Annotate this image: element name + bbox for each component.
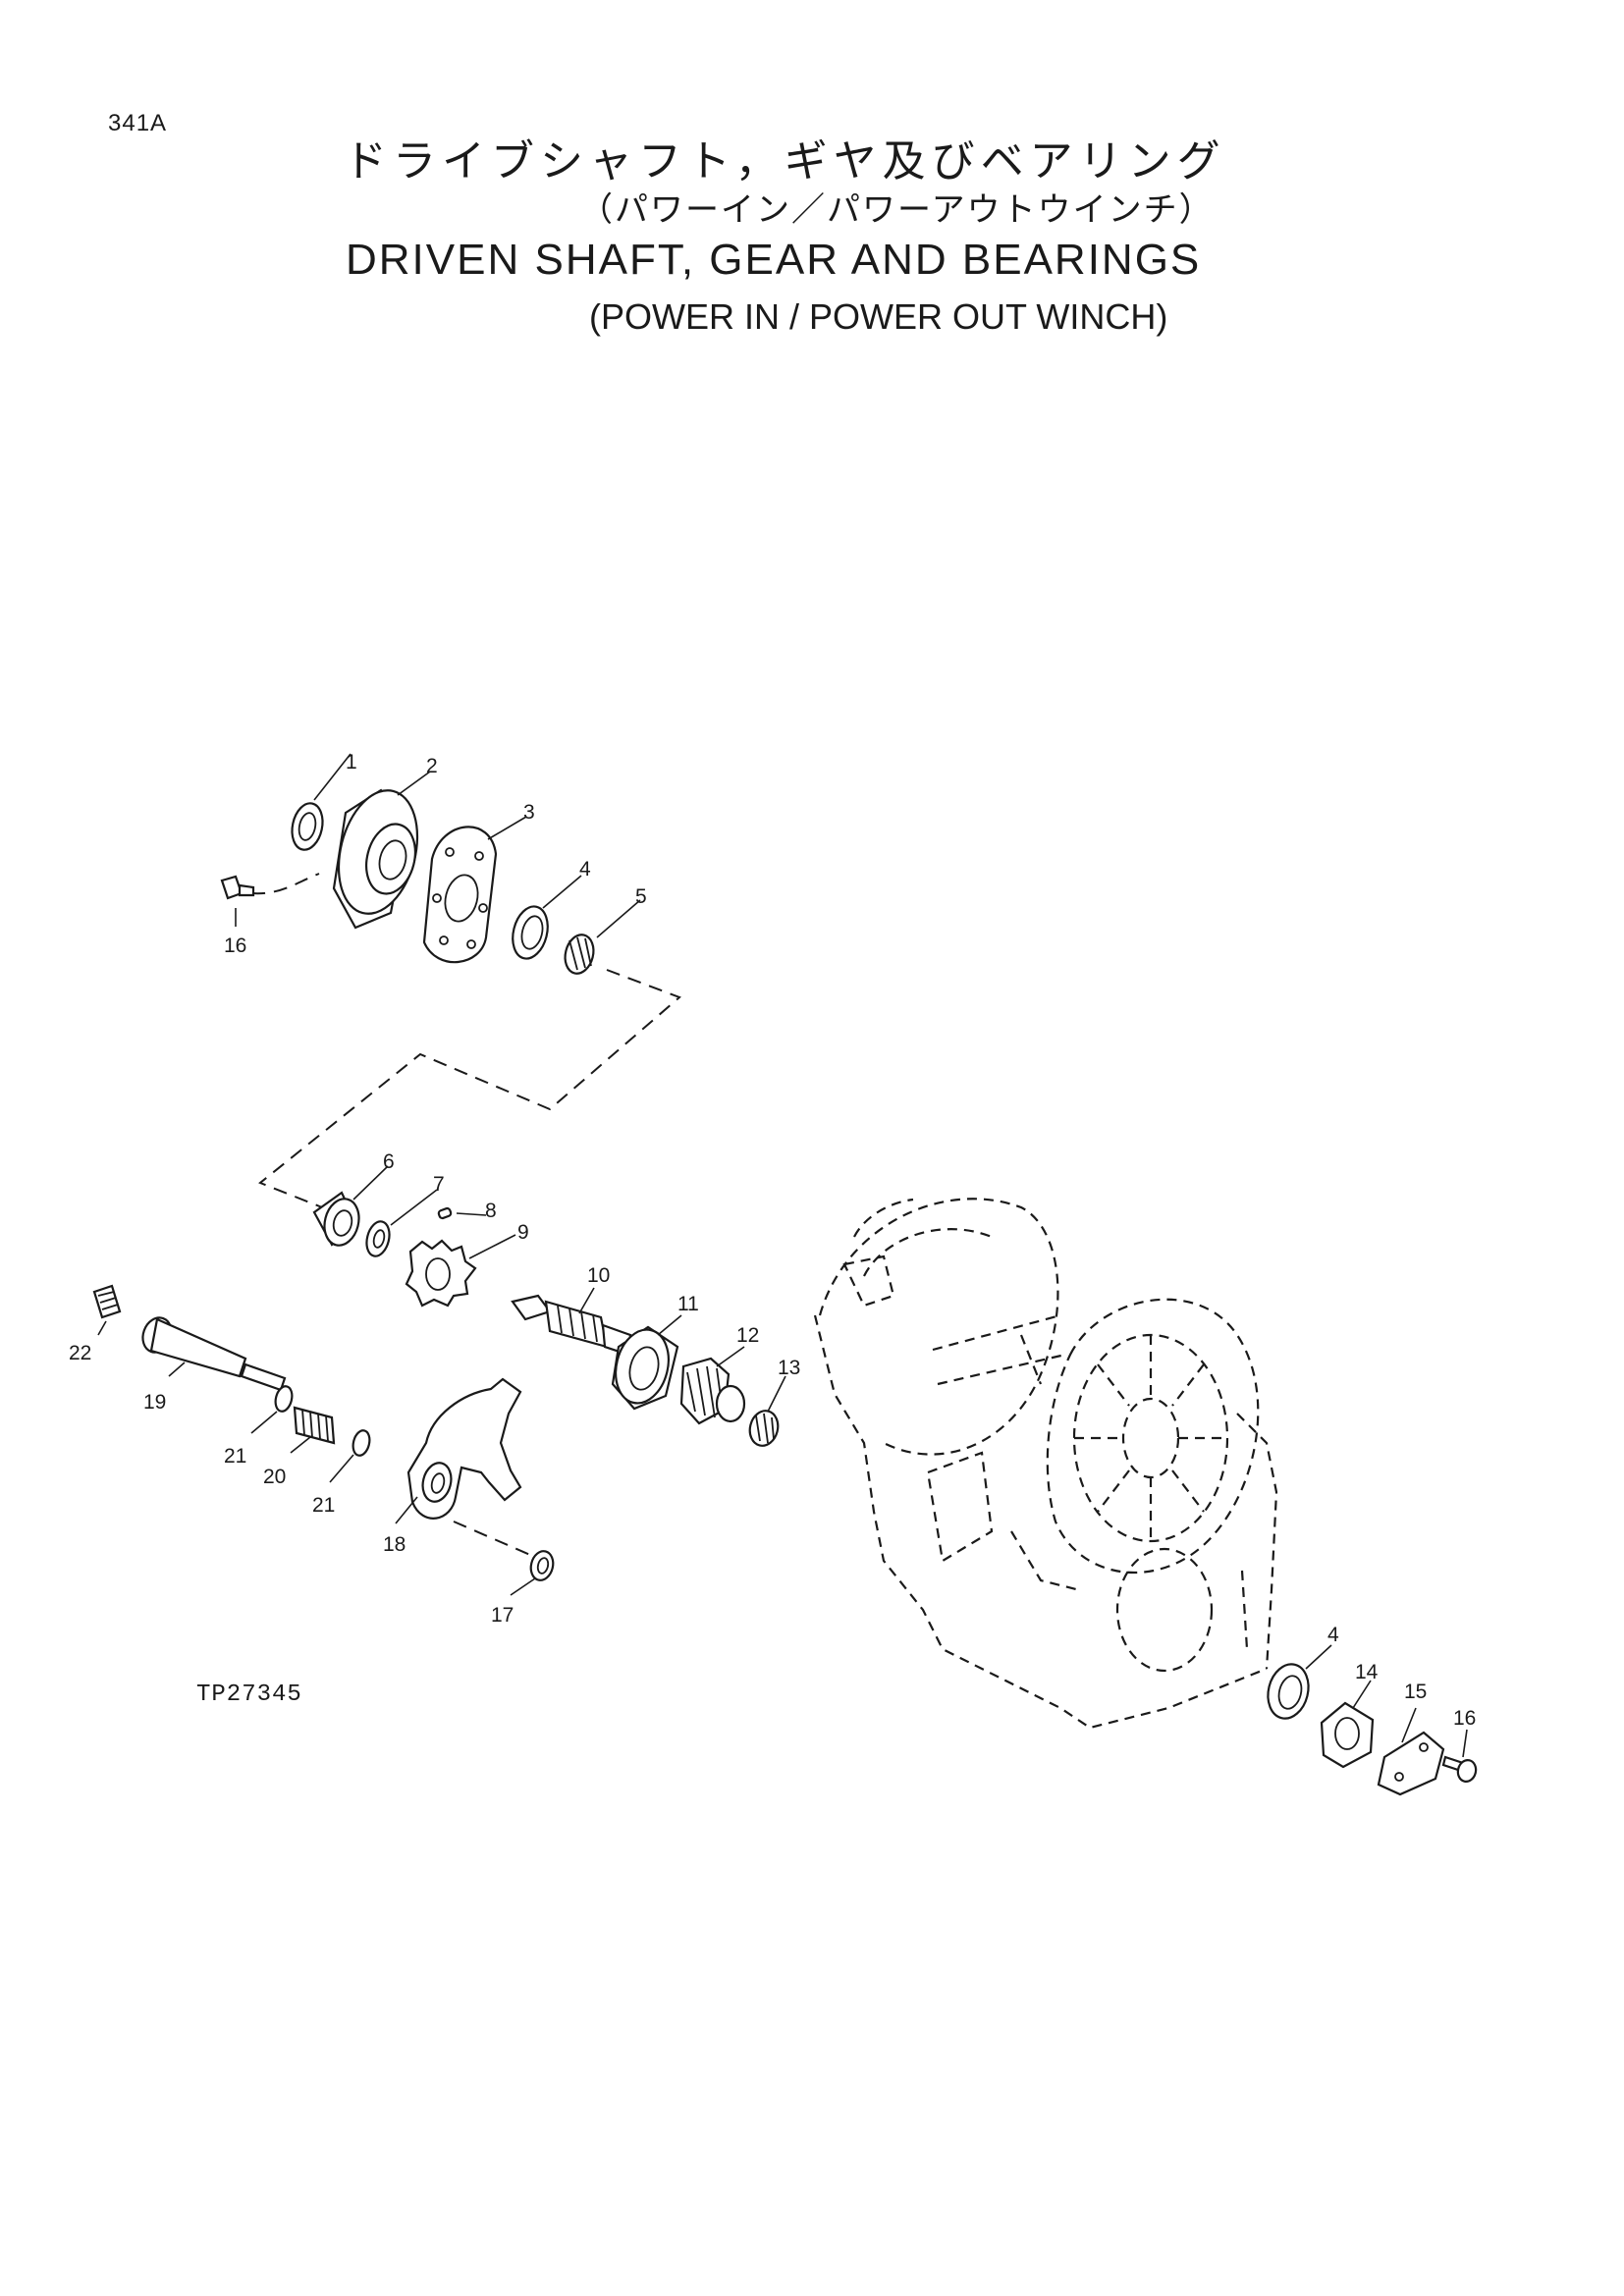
callout-21-a: 21 [224,1445,246,1468]
subtitle-english: (POWER IN / POWER OUT WINCH) [589,296,1168,337]
callout-3: 3 [523,801,535,824]
subtitle-japanese: （パワーイン／パワーアウトウインチ） [579,190,1215,230]
part-8-pin[interactable] [437,1206,453,1220]
part-14-gasket[interactable] [1320,1701,1375,1769]
callout-21-b: 21 [312,1494,335,1517]
drawing-reference: TP27345 [196,1682,302,1708]
leader-12 [716,1346,745,1367]
callout-17: 17 [491,1604,514,1627]
callout-10: 10 [587,1264,610,1287]
leader-14 [1352,1680,1372,1709]
part-7-washer[interactable] [363,1219,393,1258]
part-2-flange[interactable] [327,782,430,930]
leader-20 [290,1436,311,1454]
part-5-roller-bearing[interactable] [562,932,598,977]
callout-16-upper: 16 [224,934,246,957]
part-4-bearing-cup-lower[interactable] [1263,1660,1314,1723]
leader-21a [250,1411,278,1434]
part-20-spring[interactable] [293,1406,336,1445]
callout-18: 18 [383,1533,406,1556]
leader-4b [1305,1644,1332,1670]
callout-6: 6 [383,1150,395,1173]
assembly-path-ring17 [453,1521,531,1556]
callout-9: 9 [517,1221,529,1244]
leader-10 [578,1287,595,1314]
part-16-bolt-lower[interactable] [1441,1755,1478,1784]
leader-2 [397,771,431,796]
callout-19: 19 [143,1391,166,1414]
callout-15: 15 [1404,1681,1427,1703]
part-19-shift-rod[interactable] [138,1313,287,1392]
part-6-bushing[interactable] [312,1191,363,1249]
assembly-path-upper [258,969,681,1208]
part-21-o-ring-a[interactable] [273,1384,295,1413]
part-10-splined-shaft[interactable] [511,1294,632,1357]
callout-8: 8 [485,1200,497,1222]
leader-6 [352,1165,389,1201]
leader-18 [395,1496,418,1524]
callout-4-lower: 4 [1327,1624,1339,1646]
leader-11 [657,1314,682,1336]
title-japanese: ドライブシャフト，ギヤ及びベアリング [344,136,1226,187]
part-16-bolt-upper[interactable] [220,875,255,900]
leader-17 [510,1577,536,1596]
winch-housing [813,1198,1278,1730]
leader-3 [487,816,527,840]
leader-13 [767,1375,786,1413]
part-22-set-screw[interactable] [92,1284,122,1319]
callout-7: 7 [433,1173,445,1196]
part-11-clutch-collar[interactable] [609,1324,679,1411]
title-english: DRIVEN SHAFT, GEAR AND BEARINGS [346,236,1202,284]
leader-7 [390,1189,438,1226]
page-code: 341A [108,110,168,136]
callout-22: 22 [69,1342,91,1364]
leader-9 [468,1234,516,1259]
part-12-bevel-gear[interactable] [679,1357,746,1425]
leader-16b [1462,1729,1468,1758]
callout-2: 2 [426,755,438,777]
leader-21b [329,1454,354,1483]
leader-5 [596,899,641,938]
part-9-gear[interactable] [405,1239,477,1308]
callout-5: 5 [635,885,647,908]
part-13-cone-bearing[interactable] [746,1408,782,1449]
callout-16-lower: 16 [1453,1707,1476,1730]
part-18-shift-fork[interactable] [406,1377,522,1520]
callout-20: 20 [263,1466,286,1488]
leader-19 [168,1362,186,1377]
assembly-path-bolt16 [250,873,320,895]
part-3-plate[interactable] [422,826,498,964]
part-15-cover-plate[interactable] [1377,1731,1445,1796]
callout-12: 12 [736,1324,759,1347]
leader-8 [456,1212,487,1216]
part-1-seal[interactable] [288,800,326,852]
callout-1: 1 [346,751,357,774]
callout-14: 14 [1355,1661,1379,1683]
leader-4a [542,875,582,909]
callout-4-upper: 4 [579,858,591,881]
part-21-o-ring-b[interactable] [351,1428,372,1457]
leader-1 [313,753,352,801]
part-17-snap-ring[interactable] [528,1549,557,1582]
callout-11: 11 [677,1293,699,1315]
leader-15 [1401,1707,1417,1743]
part-4-bearing-cup-upper[interactable] [508,903,553,963]
callout-13: 13 [778,1357,800,1379]
leader-22 [97,1320,107,1336]
